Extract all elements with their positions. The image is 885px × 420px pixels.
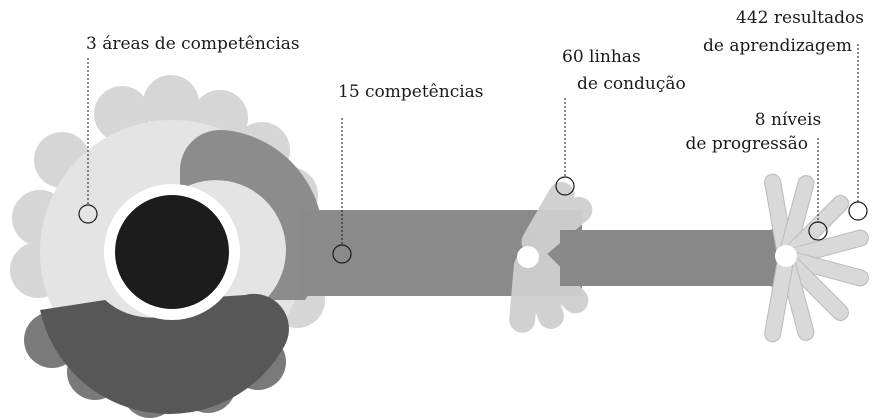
annotation-threads — [555, 98, 575, 196]
area-arm-dark — [40, 293, 289, 415]
node-hole-1 — [517, 246, 539, 268]
node-hole-2 — [775, 245, 797, 267]
areas-marker — [78, 204, 98, 224]
competencies-marker — [332, 244, 352, 264]
label-outcomes-line1: 442 resultados — [736, 8, 864, 28]
label-areas: 3 áreas de competências — [86, 34, 300, 54]
annotation-areas — [78, 58, 98, 224]
label-levels-line1: 8 níveis — [755, 110, 821, 130]
area-arm-mid — [180, 130, 324, 300]
outcomes-marker — [848, 201, 868, 221]
levels-marker — [808, 221, 828, 241]
annotation-outcomes — [848, 44, 868, 221]
label-levels-line2: de progressão — [686, 134, 808, 154]
threads-fan — [509, 181, 593, 333]
label-threads-line2: de condução — [577, 74, 686, 94]
hub-center — [115, 195, 229, 309]
threads-marker — [555, 176, 575, 196]
label-threads-line1: 60 linhas — [562, 47, 641, 67]
label-outcomes-line2: de aprendizagem — [703, 36, 852, 56]
annotation-levels — [808, 138, 828, 241]
threads-bar — [560, 230, 790, 286]
annotation-competencies — [332, 118, 352, 264]
outcomes-fan — [764, 173, 869, 343]
label-competencies: 15 competências — [338, 82, 484, 102]
